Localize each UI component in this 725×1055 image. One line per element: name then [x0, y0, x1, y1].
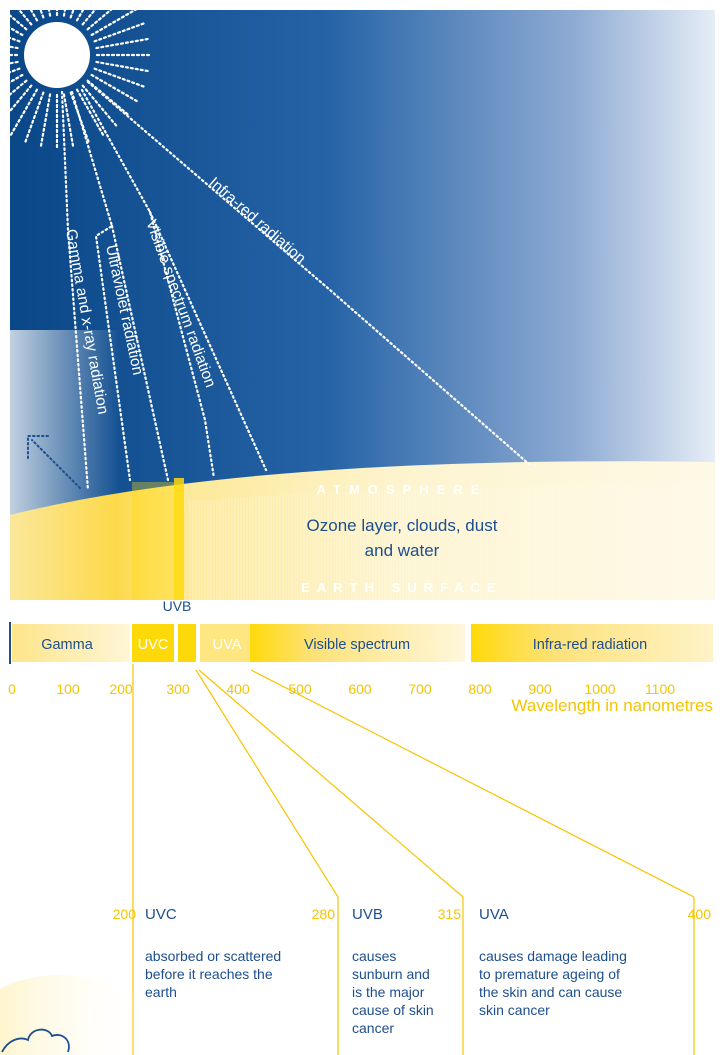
uvc-heading: UVC [145, 906, 177, 923]
boundary-200: 200 [113, 906, 137, 922]
tick-label: 100 [56, 681, 80, 697]
uv-ray-path [70, 90, 170, 482]
uvc-desc-line: absorbed or scattered [145, 948, 281, 964]
sun-ray [81, 0, 105, 26]
tick-label: 500 [288, 681, 312, 697]
sun-ray [24, 91, 45, 143]
atmosphere-streaks [189, 480, 710, 600]
band-uvb [178, 624, 196, 662]
boundary-280: 280 [312, 906, 336, 922]
visible-ray-path [80, 88, 268, 480]
band-uvc [132, 624, 174, 662]
tick-label: 200 [109, 681, 133, 697]
reflection-arrow-icon [27, 435, 81, 489]
band-visible [250, 624, 465, 662]
atmosphere-band [10, 461, 715, 600]
sun-ray [95, 37, 149, 50]
radiation-rays [60, 80, 532, 492]
sun-ray [86, 0, 125, 31]
band-label-uvc: UVC [138, 637, 169, 653]
sun-ray [90, 73, 138, 103]
boundary-315: 315 [438, 906, 462, 922]
tick-label: 600 [348, 681, 372, 697]
gamma-ray-path [60, 90, 90, 492]
infrared-ray-path [86, 80, 532, 467]
uvb-desc-line: causes [352, 948, 396, 964]
band-infrared [471, 624, 713, 662]
wavelength-axis-label: Wavelength in nanometres [511, 696, 713, 715]
band-uva [200, 624, 250, 662]
sun-ray [0, 79, 28, 105]
band-label-visible: Visible spectrum [304, 637, 410, 653]
uvb-desc-line: cause of skin [352, 1002, 434, 1018]
tick-label: 900 [528, 681, 552, 697]
band-label-gamma: Gamma [41, 637, 94, 653]
tick-label: 1100 [645, 681, 675, 697]
band-label-uva: UVA [213, 637, 242, 653]
sun-ray [69, 91, 90, 143]
tick-label: 1000 [584, 681, 615, 697]
uva-description: causes damage leading to premature agein… [479, 948, 627, 1018]
tick-label: 700 [408, 681, 432, 697]
atmosphere-label: ATMOSPHERE [317, 482, 488, 497]
uvb-description: causes sunburn and is the major cause of… [352, 948, 434, 1036]
boundary-400: 400 [688, 906, 712, 922]
tick-label: 400 [226, 681, 250, 697]
sun-ray [62, 93, 75, 147]
sun-ray [90, 7, 138, 37]
wavelength-ticks: 0 100 200 300 400 500 600 700 800 900 1000 1100 [8, 681, 675, 697]
ozone-text-line1: Ozone layer, clouds, dust [307, 516, 498, 535]
uvb-desc-line: cancer [352, 1020, 394, 1036]
uvb-desc-line: sunburn and [352, 966, 430, 982]
ozone-text-line2: and water [365, 541, 440, 560]
sun-ray [39, 93, 52, 147]
sun-icon [0, 0, 151, 149]
band-label-infrared: Infra-red radiation [533, 637, 647, 653]
sun-ray [93, 22, 145, 43]
tick-label: 300 [166, 681, 190, 697]
spectrum-bar [9, 622, 713, 664]
sun-ray [93, 67, 145, 88]
uva-desc-line: the skin and can cause [479, 984, 622, 1000]
sun-ray [0, 84, 33, 125]
sun-ray [0, 5, 28, 31]
uvb-desc-line: is the major [352, 984, 425, 1000]
sun-ray [81, 84, 118, 127]
uvc-column [132, 482, 174, 600]
band-gamma [12, 624, 130, 662]
sun-ray [95, 60, 149, 73]
uvc-description: absorbed or scattered before it reaches … [145, 948, 281, 1000]
uvc-desc-line: earth [145, 984, 177, 1000]
uva-desc-line: causes damage leading [479, 948, 627, 964]
earth-surface-label: EARTH SURFACE [301, 580, 503, 595]
tick-label: 0 [8, 681, 16, 697]
uva-desc-line: skin cancer [479, 1002, 550, 1018]
uva-desc-line: to premature ageing of [479, 966, 620, 982]
uv-connector-lines [132, 664, 695, 1055]
cloud-icon [0, 975, 150, 1055]
uvb-column [174, 478, 184, 600]
tick-label: 800 [468, 681, 492, 697]
uva-heading: UVA [479, 906, 509, 923]
sun-ray [9, 88, 39, 136]
uvb-heading: UVB [352, 906, 383, 923]
sun-ray [9, 0, 33, 26]
uvb-top-label: UVB [163, 598, 192, 614]
sun-ray [75, 88, 105, 136]
uvc-desc-line: before it reaches the [145, 966, 273, 982]
